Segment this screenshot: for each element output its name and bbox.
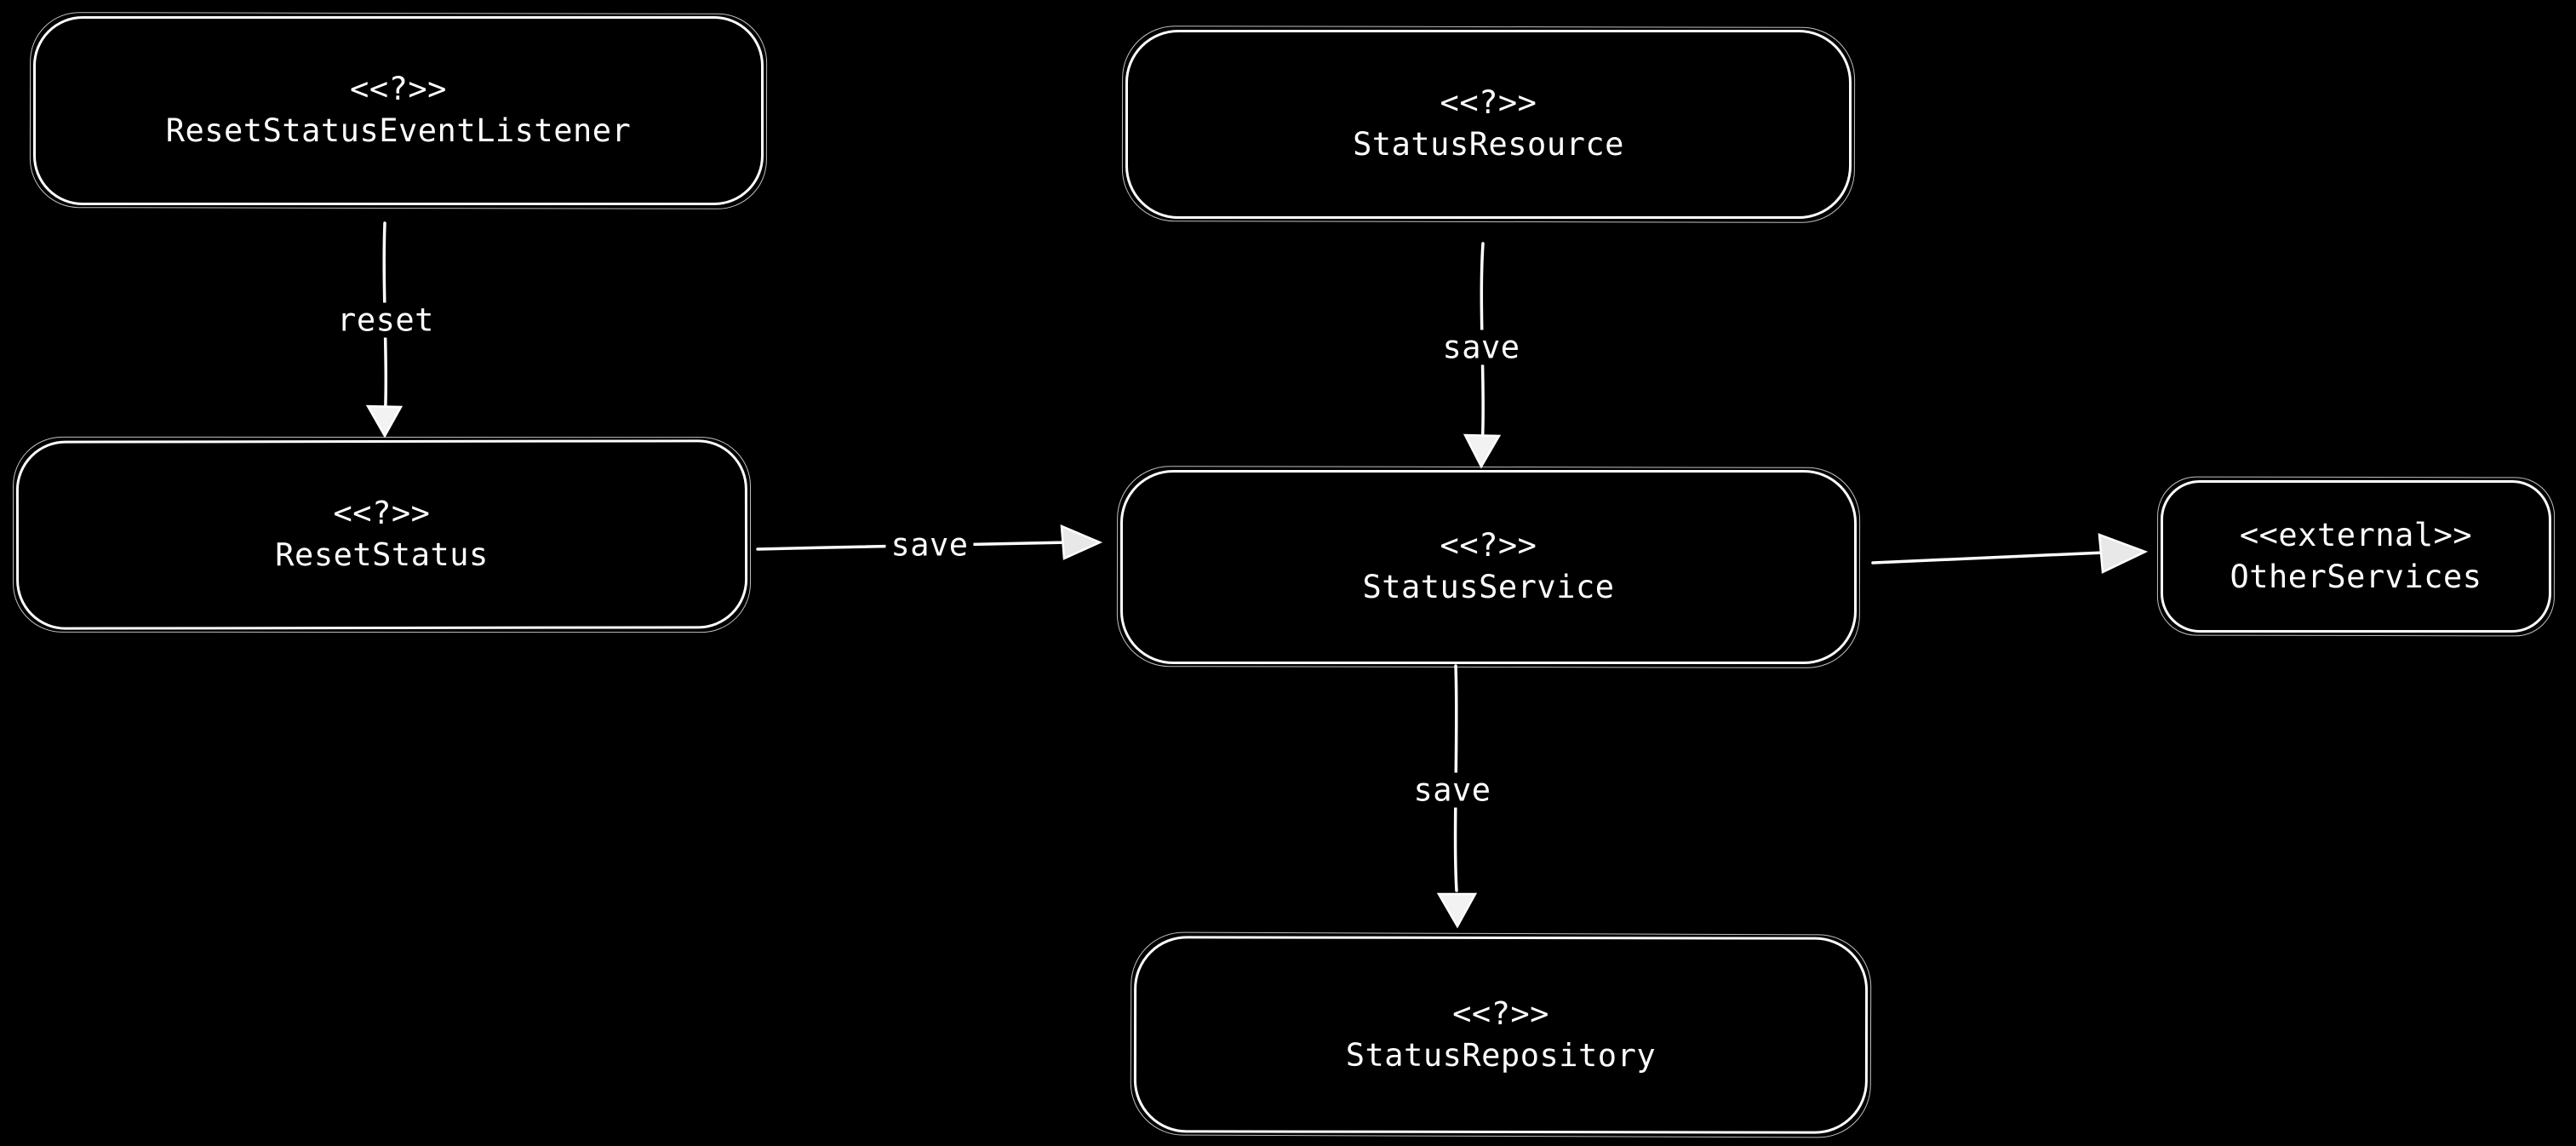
node-stereotype: <<?>> <box>1452 994 1550 1032</box>
node-name: StatusService <box>1362 569 1615 605</box>
node-name: ResetStatus <box>275 536 489 574</box>
arrow-to-other-services <box>1871 533 2149 574</box>
node-stereotype: <<external>> <box>2239 516 2473 553</box>
node-reset-status: <<?>> ResetStatus <box>15 439 748 630</box>
node-name: ResetStatusEventListener <box>165 112 632 149</box>
node-stereotype: <<?>> <box>1440 527 1537 564</box>
node-name: StatusRepository <box>1345 1036 1657 1074</box>
node-status-service: <<?>> StatusService <box>1120 470 1857 664</box>
edge-label-reset: reset <box>332 302 439 338</box>
edge-label-save-left: save <box>885 527 974 563</box>
node-stereotype: <<?>> <box>350 71 447 108</box>
node-status-repository: <<?>> StatusRepository <box>1133 936 1869 1134</box>
node-stereotype: <<?>> <box>1440 84 1537 122</box>
node-name: StatusResource <box>1353 126 1624 163</box>
node-stereotype: <<?>> <box>333 495 431 532</box>
node-reset-status-event-listener: <<?>> ResetStatusEventListener <box>33 16 764 205</box>
node-other-services: <<external>> OtherServices <box>2161 480 2551 633</box>
node-name: OtherServices <box>2230 558 2482 595</box>
edge-label-save-bottom: save <box>1408 772 1497 808</box>
node-status-resource: <<?>> StatusResource <box>1125 30 1852 219</box>
edge-label-save-top: save <box>1437 329 1526 365</box>
